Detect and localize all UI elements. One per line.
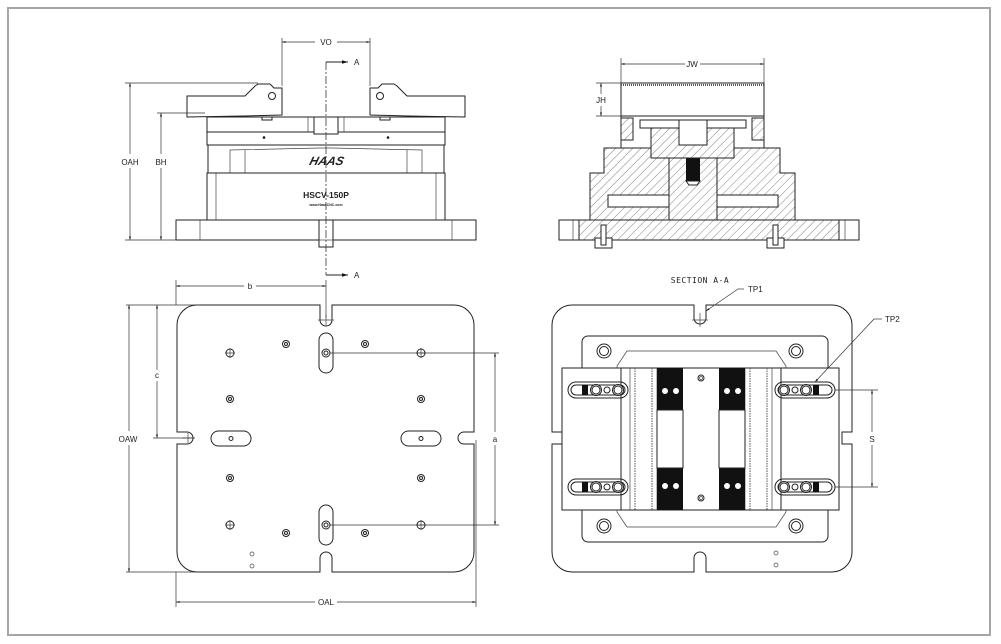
tp2-label: TP2	[885, 315, 900, 324]
section-plan-view: SECTION A-A	[551, 276, 900, 573]
dimension-oah: OAH	[121, 82, 258, 241]
oaw-label: OAW	[119, 435, 138, 444]
dimension-c: c	[150, 304, 200, 439]
jw-label: JW	[686, 60, 698, 69]
side-slots	[567, 381, 836, 496]
jaw-blocks	[656, 368, 746, 510]
corner-bolts	[596, 343, 804, 534]
brand-logo: HAAS	[308, 154, 347, 168]
drawing-frame	[7, 7, 991, 636]
oah-label: OAH	[121, 158, 139, 167]
a-label: a	[493, 435, 498, 444]
dimension-vo: VO	[281, 38, 371, 86]
b-label: b	[248, 282, 253, 291]
section-view: JW JH	[558, 58, 860, 249]
s-label: S	[869, 435, 874, 444]
callout-tp1: TP1	[705, 285, 763, 312]
section-marker-top: A	[354, 58, 360, 67]
vo-label: VO	[320, 38, 332, 47]
plan-view: b c OAW a	[119, 280, 499, 607]
dimension-s: S	[835, 389, 878, 488]
section-title: SECTION A-A	[671, 276, 729, 285]
bh-label: BH	[155, 158, 166, 167]
c-label: c	[155, 371, 159, 380]
dimension-jh: JH	[596, 82, 621, 117]
dimension-oal: OAL	[175, 440, 477, 607]
right-jaw	[369, 83, 466, 121]
counterbored-holes	[226, 340, 425, 569]
dimension-bh: BH	[155, 112, 205, 240]
dimension-a: a	[330, 352, 499, 526]
section-marker-bottom: A	[354, 271, 360, 280]
left-jaw	[186, 83, 283, 121]
dimension-jw: JW	[620, 58, 765, 83]
dimension-b: b	[175, 280, 327, 318]
front-view: HAAS HSCV-150P www.HaasCNC.com A A	[121, 38, 477, 280]
vise-body-front: HAAS HSCV-150P www.HaasCNC.com	[206, 116, 446, 221]
dimension-oaw: OAW	[119, 304, 197, 573]
website-label: www.HaasCNC.com	[308, 203, 342, 207]
jh-label: JH	[596, 96, 606, 105]
tp1-label: TP1	[748, 285, 763, 294]
callout-tp2: TP2	[814, 315, 900, 383]
oal-label: OAL	[318, 598, 335, 607]
base-plate-outline	[176, 304, 475, 573]
